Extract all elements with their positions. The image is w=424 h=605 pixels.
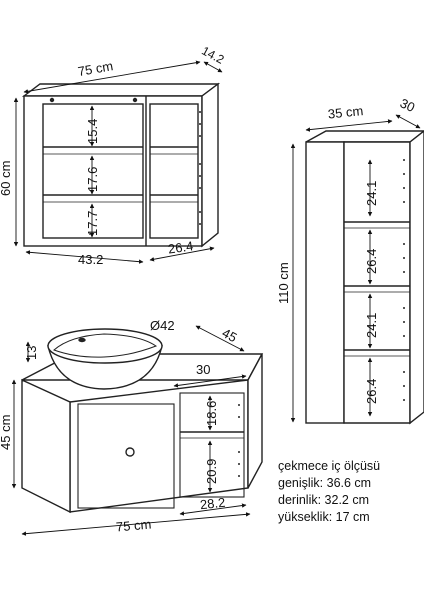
drawer-note-width: genişlik: 36.6 cm — [278, 476, 372, 490]
tall-cabinet-comp3-label: 24.1 — [364, 313, 379, 338]
wall-shelf-bottom-label: 17.7 — [85, 211, 100, 236]
tall-cabinet-width-label: 35 cm — [327, 103, 364, 122]
vanity-dimension-lines — [11, 325, 251, 536]
vanity-holes — [238, 404, 240, 477]
wall-shelf-top-label: 15.4 — [85, 119, 100, 144]
wall-shelf-width-label: 75 cm — [77, 58, 114, 79]
basin-diameter-label: Ø42 — [150, 318, 175, 333]
vanity-depth-label: 45 — [220, 325, 240, 345]
wall-shelf-mid-label: 17.6 — [85, 167, 100, 192]
wall-shelf-height-label: 60 cm — [0, 161, 13, 196]
basin-height-label: 13 — [24, 346, 39, 360]
tall-cabinet-holes — [403, 159, 405, 401]
tall-cabinet-comp2-label: 26.4 — [364, 249, 379, 274]
tall-cabinet-depth-label: 30 — [398, 95, 417, 115]
wall-shelf-drawing — [21, 82, 221, 248]
wall-shelf-holes — [199, 111, 201, 225]
door-knob — [125, 447, 135, 457]
drawer-note-height: yükseklik: 17 cm — [278, 510, 370, 524]
basin-drawing — [47, 328, 163, 390]
tall-cabinet-comp1-label: 24.1 — [364, 181, 379, 206]
vanity-inner-width-label: 28.2 — [199, 495, 226, 513]
wall-shelf-dimension-lines — [13, 60, 223, 264]
tall-cabinet-comp4-label: 26.4 — [364, 379, 379, 404]
vanity-drawing — [21, 353, 264, 514]
wall-shelf-right-bay-label: 26.4 — [167, 238, 194, 256]
drawer-note-depth: derinlik: 32.2 cm — [278, 493, 370, 507]
wall-shelf-left-bay-label: 43.2 — [78, 252, 103, 267]
vanity-inner-depth-label: 30 — [196, 362, 210, 377]
tall-cabinet-height-label: 110 cm — [276, 262, 291, 304]
vanity-width-label: 75 cm — [115, 517, 152, 535]
drawer-note-title: çekmece iç ölçüsü — [278, 459, 381, 473]
wall-shelf-depth-label: 14.2 — [199, 43, 226, 66]
vanity-shelf-top-label: 18.6 — [204, 401, 219, 426]
tall-cabinet-drawing — [305, 130, 424, 425]
vanity-shelf-bottom-label: 20.9 — [204, 459, 219, 484]
tall-cabinet-dimension-lines — [290, 114, 421, 423]
vanity-height-label: 45 cm — [0, 415, 13, 450]
